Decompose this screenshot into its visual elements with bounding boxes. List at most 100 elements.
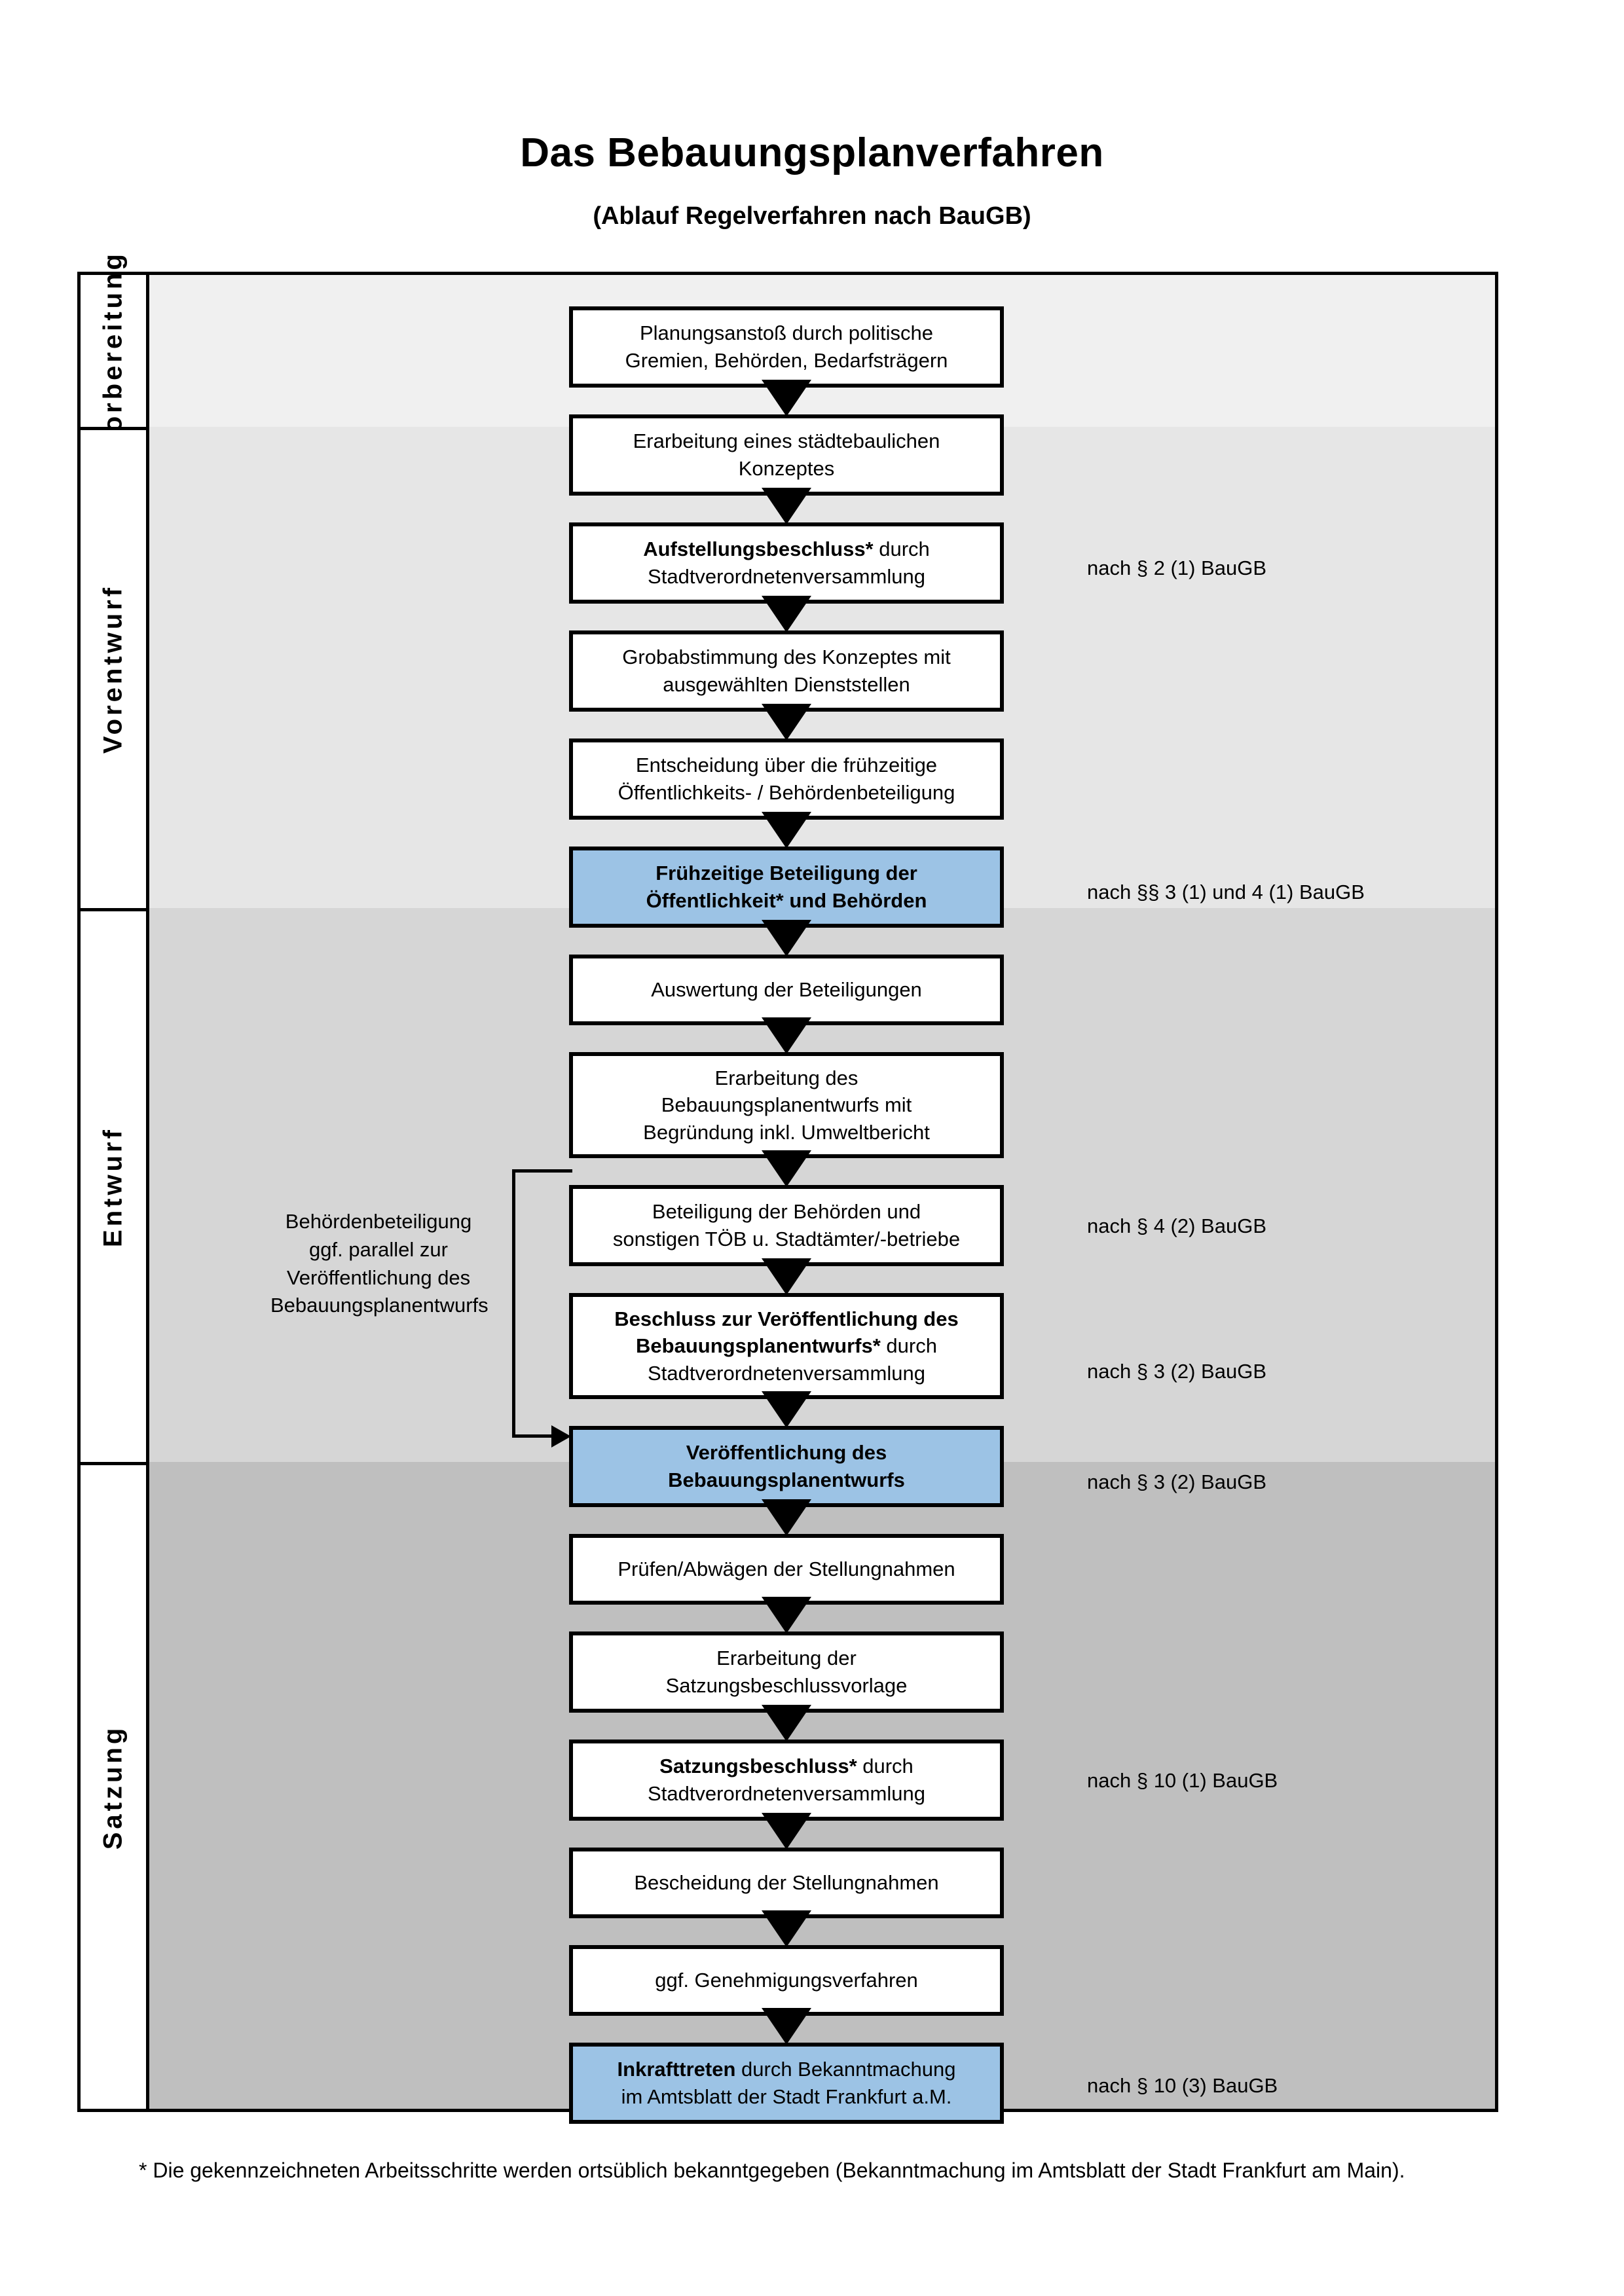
flow-arrow-icon [762,1705,811,1741]
step-bescheidung-stellungnahmen[interactable]: Bescheidung der Stellungnahmen [569,1848,1004,1918]
step-line-1: Veröffentlichung des [668,1439,905,1467]
step-satzungsbeschluss[interactable]: Satzungsbeschluss* durch Stadtverordnete… [569,1740,1004,1821]
step-erarbeitung-satzungsbeschlussvorlage[interactable]: Erarbeitung der Satzungsbeschlussvorlage [569,1631,1004,1713]
step-aufstellungsbeschluss[interactable]: Aufstellungsbeschluss* durch Stadtverord… [569,522,1004,604]
step-planungsanstoss[interactable]: Planungsanstoß durch politische Gremien,… [569,306,1004,388]
step-staedtebauliches-konzept[interactable]: Erarbeitung eines städtebaulichen Konzep… [569,414,1004,496]
connector-vertical-segment [512,1169,515,1438]
step-veroeffentlichung-bplan-entwurf[interactable]: Veröffentlichung des Bebauungsplanentwur… [569,1426,1004,1507]
process-diagram-frame: Vorbereitung Vorentwurf Entwurf Satzung … [77,251,1498,2124]
flow-arrow-icon [762,380,811,416]
legal-note-par4-2: nach § 4 (2) BauGB [1087,1214,1266,1237]
step-line-1-rest: durch [873,538,930,561]
label-separator [81,908,146,911]
step-line-3: Begründung inkl. Umweltbericht [643,1120,930,1144]
step-line-2: Stadtverordnetenversammlung [648,565,925,588]
legal-note-par3-2-a: nach § 3 (2) BauGB [1087,1360,1266,1383]
phase-label-text: Vorentwurf [98,584,128,754]
flow-arrow-icon [762,1150,811,1187]
phase-label-text: Vorbereitung [98,251,128,451]
step-line-2-emphasis: Bebauungsplanentwurfs [668,1468,905,1491]
step-line-2: sonstigen TÖB u. Stadtämter/-betriebe [612,1228,961,1250]
step-line-2: Bebauungsplanentwurfs mit [661,1093,912,1117]
legal-note-par3-1-4-1: nach §§ 3 (1) und 4 (1) BauGB [1087,881,1365,903]
connector-bottom-segment [512,1434,553,1438]
flow-arrow-icon [762,812,811,848]
legal-note-par2-1: nach § 2 (1) BauGB [1087,556,1266,579]
step-line-1: Erarbeitung des [714,1066,858,1089]
page-subtitle: (Ablauf Regelverfahren nach BauGB) [593,202,1031,230]
step-line-1: Beteiligung der Behörden und [652,1200,921,1224]
page-title: Das Bebauungsplanverfahren [520,130,1104,175]
step-line-1: Erarbeitung eines städtebaulichen [633,429,940,453]
step-line-1: Auswertung der Beteiligungen [651,978,922,1002]
step-line-1-rest: durch Bekanntmachung [735,2058,956,2081]
flow-arrow-icon [762,704,811,740]
step-line-1: Beschluss zur Veröffentlichung des [614,1305,958,1333]
step-entscheidung-fruehzeitige-beteiligung[interactable]: Entscheidung über die frühzeitige Öffent… [569,738,1004,820]
step-line-2-emphasis: Öffentlichkeit* und Behörden [646,889,927,912]
side-note-line-1: Behördenbeteiligung [285,1210,472,1233]
step-line-1-emphasis: Beschluss zur Veröffentlichung des [614,1307,959,1330]
phase-label-text: Satzung [98,1724,128,1850]
step-line-1: Erarbeitung der [716,1647,857,1670]
step-line-1: Satzungsbeschluss* durch [648,1753,925,1780]
step-erarbeitung-bplan-entwurf[interactable]: Erarbeitung des Bebauungsplanentwurfs mi… [569,1052,1004,1158]
step-line-3: Stadtverordnetenversammlung [648,1361,925,1385]
step-line-2-emphasis: Bebauungsplanentwurfs* [636,1334,881,1358]
step-line-2: Stadtverordnetenversammlung [648,1782,925,1805]
step-line-1-emphasis: Frühzeitige Beteiligung der [655,862,917,885]
step-line-1: Frühzeitige Beteiligung der [646,860,927,887]
flow-arrow-icon [762,2008,811,2045]
phase-label-vorbereitung: Vorbereitung [81,251,146,451]
step-line-2: Öffentlichkeit* und Behörden [646,887,927,915]
step-line-1-rest: durch [857,1755,913,1778]
step-line-2: Konzeptes [738,457,835,480]
flow-arrow-icon [762,1017,811,1054]
step-beschluss-veroeffentlichung[interactable]: Beschluss zur Veröffentlichung des Bebau… [569,1293,1004,1399]
step-grobabstimmung[interactable]: Grobabstimmung des Konzeptes mit ausgewä… [569,630,1004,712]
step-line-1-emphasis: Veröffentlichung des [686,1441,887,1465]
step-line-2: ausgewählten Dienststellen [663,673,910,696]
step-line-1-emphasis: Inkrafttreten [617,2058,736,2081]
side-note-line-2: ggf. parallel zur [309,1237,448,1261]
flow-arrow-icon [762,596,811,632]
step-line-1-emphasis: Aufstellungsbeschluss* [643,538,874,561]
flow-arrow-icon [762,1910,811,1947]
step-beteiligung-behoerden-toeb[interactable]: Beteiligung der Behörden und sonstigen T… [569,1185,1004,1266]
step-line-1: Planungsanstoß durch politische [639,321,934,345]
step-pruefen-abwaegen[interactable]: Prüfen/Abwägen der Stellungnahmen [569,1534,1004,1605]
connector-top-segment [512,1169,572,1173]
side-note-behoerdenbeteiligung: Behördenbeteiligung ggf. parallel zur Ve… [270,1208,489,1320]
step-line-1: Prüfen/Abwägen der Stellungnahmen [618,1558,955,1581]
step-auswertung-beteiligungen[interactable]: Auswertung der Beteiligungen [569,955,1004,1025]
step-line-2: Öffentlichkeits- / Behördenbeteiligung [618,781,955,804]
step-line-2: Satzungsbeschlussvorlage [665,1674,908,1697]
step-line-2: Gremien, Behörden, Bedarfsträgern [625,349,948,372]
step-fruehzeitige-beteiligung[interactable]: Frühzeitige Beteiligung der Öffentlichke… [569,847,1004,928]
step-line-1: ggf. Genehmigungsverfahren [655,1969,918,1992]
step-ggf-genehmigungsverfahren[interactable]: ggf. Genehmigungsverfahren [569,1945,1004,2016]
connector-arrowhead-icon [551,1425,571,1448]
step-line-1: Grobabstimmung des Konzeptes mit [622,646,951,669]
flow-arrow-icon [762,1499,811,1536]
flow-arrow-icon [762,1597,811,1633]
label-separator [81,1462,146,1465]
legal-note-par10-1: nach § 10 (1) BauGB [1087,1769,1278,1792]
side-note-line-4: Bebauungsplanentwurfs [270,1294,489,1317]
phase-label-entwurf: Entwurf [81,911,146,1462]
step-inkrafttreten[interactable]: Inkrafttreten durch Bekanntmachung im Am… [569,2043,1004,2124]
flow-arrow-icon [762,488,811,524]
step-line-1: Inkrafttreten durch Bekanntmachung [618,2056,956,2083]
document-header: Das Bebauungsplanverfahren (Ablauf Regel… [0,0,1624,230]
step-line-1: Entscheidung über die frühzeitige [635,754,938,777]
step-line-2: Bebauungsplanentwurfs [668,1467,905,1494]
flow-arrow-icon [762,1813,811,1850]
label-column-divider [146,275,149,2109]
step-line-1: Bescheidung der Stellungnahmen [634,1871,939,1895]
phase-label-satzung: Satzung [81,1465,146,2109]
side-note-line-3: Veröffentlichung des [286,1266,471,1289]
legal-note-par10-3: nach § 10 (3) BauGB [1087,2074,1278,2097]
flow-arrow-icon [762,1258,811,1295]
step-line-1-emphasis: Satzungsbeschluss* [659,1755,857,1778]
